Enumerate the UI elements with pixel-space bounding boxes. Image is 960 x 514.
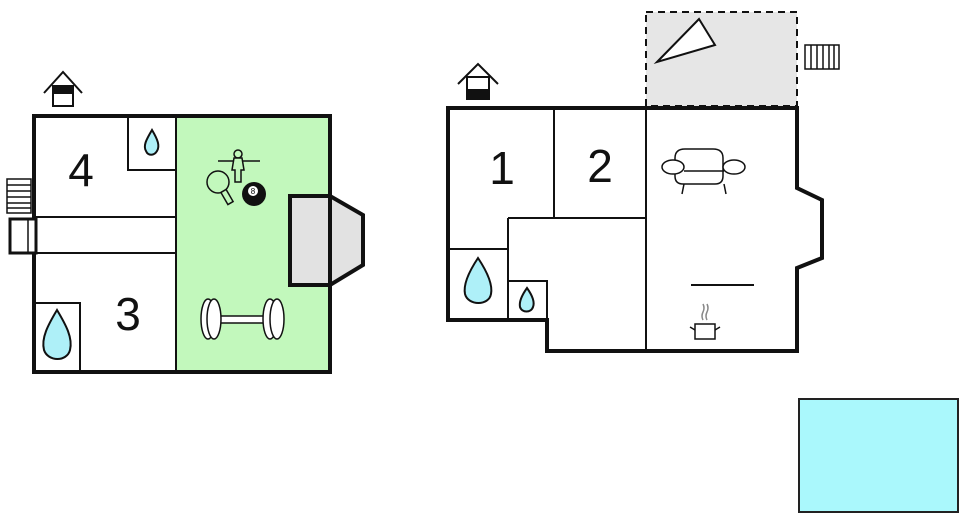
terrace-icon bbox=[653, 17, 717, 65]
bathroom-icon bbox=[42, 308, 72, 360]
foosball-icon bbox=[218, 149, 260, 183]
entrance-icon bbox=[457, 62, 499, 100]
billiard-ball-number: 8 bbox=[251, 187, 256, 196]
billiard-ball-icon: 8 bbox=[242, 182, 266, 206]
terrace bbox=[645, 11, 798, 107]
stairs-icon bbox=[6, 178, 32, 214]
kitchen-pot-icon bbox=[689, 303, 721, 340]
left-building: 4 3 8 bbox=[6, 70, 365, 374]
room-label-2: 2 bbox=[587, 140, 613, 192]
sofa-icon bbox=[661, 148, 746, 195]
wall bbox=[508, 280, 548, 320]
side-entrance bbox=[8, 217, 38, 255]
bay-window bbox=[288, 194, 365, 287]
room-label-4: 4 bbox=[68, 144, 94, 196]
right-building: 1 2 bbox=[446, 11, 840, 353]
bathroom-icon bbox=[143, 128, 160, 156]
pool-icon bbox=[798, 398, 959, 513]
right-outer-wall bbox=[446, 106, 824, 353]
table-tennis-icon bbox=[206, 170, 235, 206]
wall bbox=[36, 302, 81, 372]
stairs-icon bbox=[804, 44, 840, 70]
bathroom-icon bbox=[463, 256, 493, 304]
wall bbox=[127, 116, 176, 171]
room-label-3: 3 bbox=[115, 288, 141, 340]
dumbbell-icon bbox=[200, 298, 285, 340]
room-label-1: 1 bbox=[489, 142, 515, 194]
entrance-icon bbox=[43, 70, 83, 107]
bathroom-icon bbox=[518, 286, 535, 313]
